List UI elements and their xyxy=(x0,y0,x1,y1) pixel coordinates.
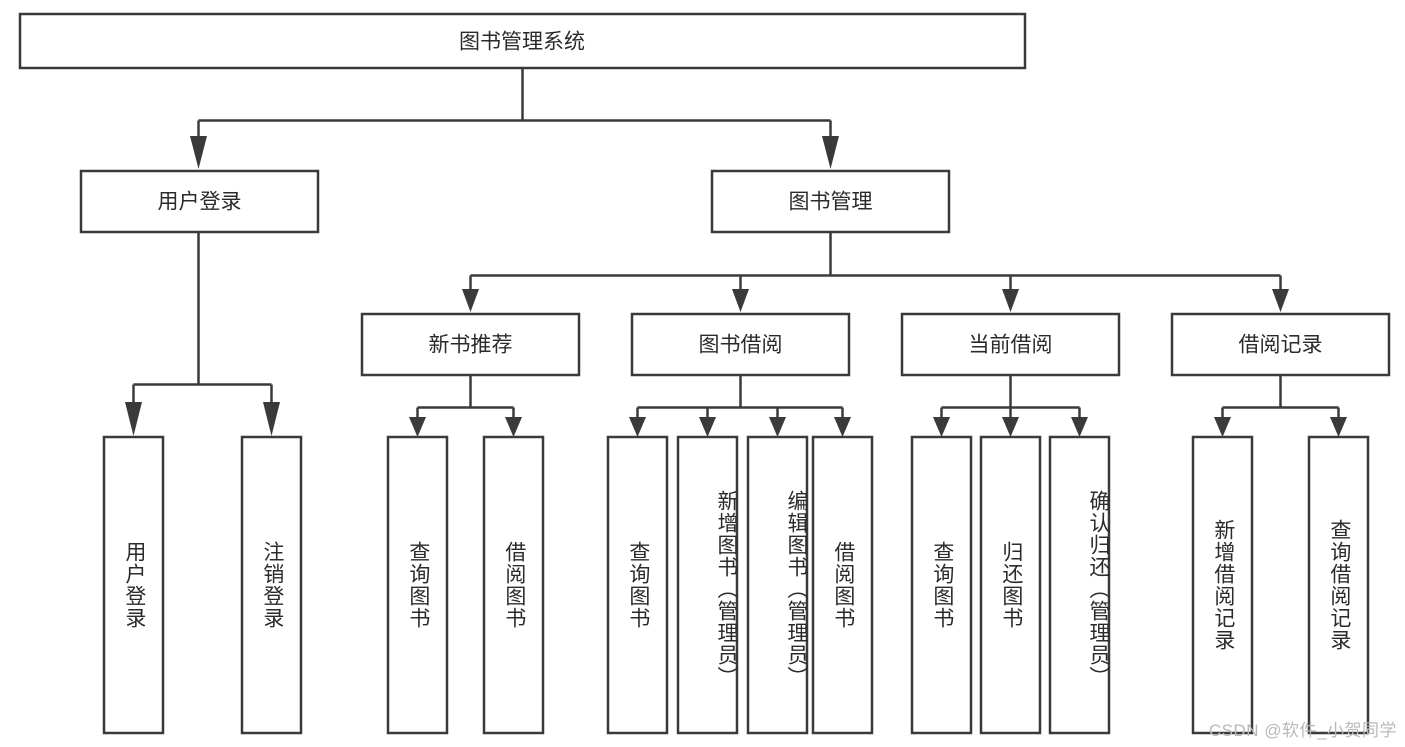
node-borrow-record-label: 借阅记录 xyxy=(1239,334,1323,357)
arrow-head-icon xyxy=(1214,417,1231,437)
arrow-head-icon xyxy=(263,402,280,436)
arrow-head-icon xyxy=(409,417,426,437)
connector-current-borrow-to-leaves xyxy=(933,375,1088,437)
leaf-add-book-box[interactable] xyxy=(676,435,739,735)
connector-root-to-level2 xyxy=(190,68,839,169)
node-new-book-recommend-box[interactable] xyxy=(360,312,581,377)
leaf-borrow-book-2-box[interactable] xyxy=(811,435,874,735)
node-user-login-box[interactable] xyxy=(79,169,320,234)
leaf-query-book-2-box[interactable] xyxy=(606,435,669,735)
arrow-head-icon xyxy=(1330,417,1347,437)
node-root[interactable]: 图书管理系统 xyxy=(18,12,1027,70)
node-root-label: 图书管理系统 xyxy=(459,31,585,54)
node-book-borrow[interactable]: 图书借阅 xyxy=(630,312,851,377)
leaf-query-book-1-box[interactable] xyxy=(386,435,449,735)
node-book-borrow-label: 图书借阅 xyxy=(699,334,783,357)
arrow-head-icon xyxy=(505,417,522,437)
node-user-login-label: 用户登录 xyxy=(158,191,242,214)
arrow-head-icon xyxy=(462,289,479,312)
leaf-edit-book-box[interactable] xyxy=(746,435,809,735)
leaf-add-record-box[interactable] xyxy=(1191,435,1254,735)
connector-book-management-to-level3 xyxy=(462,232,1289,312)
node-root-box[interactable] xyxy=(18,12,1027,70)
node-book-management[interactable]: 图书管理 xyxy=(710,169,951,234)
connector-user-login-to-leaves xyxy=(125,232,280,436)
node-borrow-record[interactable]: 借阅记录 xyxy=(1170,312,1391,377)
arrow-head-icon xyxy=(699,417,716,437)
leaf-borrow-book-1-box[interactable] xyxy=(482,435,545,735)
arrow-head-icon xyxy=(822,136,839,169)
connector-new-book-recommend-to-leaves xyxy=(409,375,522,437)
connector-borrow-record-to-leaves xyxy=(1214,375,1347,437)
leaf-logout-login-box[interactable] xyxy=(240,435,303,735)
arrow-head-icon xyxy=(769,417,786,437)
node-book-management-label: 图书管理 xyxy=(789,191,873,214)
leaf-return-book-box[interactable] xyxy=(979,435,1042,735)
node-current-borrow-box[interactable] xyxy=(900,312,1121,377)
node-current-borrow[interactable]: 当前借阅 xyxy=(900,312,1121,377)
leaf-query-book-3-box[interactable] xyxy=(910,435,973,735)
arrow-head-icon xyxy=(732,289,749,312)
arrow-head-icon xyxy=(1272,289,1289,312)
watermark-label: CSDN @软件_小贺同学 xyxy=(1208,721,1397,740)
arrow-head-icon xyxy=(629,417,646,437)
leaf-user-login-box[interactable] xyxy=(102,435,165,735)
node-new-book-recommend[interactable]: 新书推荐 xyxy=(360,312,581,377)
arrow-head-icon xyxy=(1002,289,1019,312)
arrow-head-icon xyxy=(933,417,950,437)
arrow-head-icon xyxy=(125,402,142,436)
leaf-query-record-box[interactable] xyxy=(1307,435,1370,735)
connector-book-borrow-to-leaves xyxy=(629,375,851,437)
node-new-book-recommend-label: 新书推荐 xyxy=(429,334,513,357)
arrow-head-icon xyxy=(834,417,851,437)
node-user-login[interactable]: 用户登录 xyxy=(79,169,320,234)
arrow-head-icon xyxy=(1002,417,1019,437)
node-current-borrow-label: 当前借阅 xyxy=(969,334,1053,357)
arrow-head-icon xyxy=(1071,417,1088,437)
leaf-confirm-return-box[interactable] xyxy=(1048,435,1111,735)
arrow-head-icon xyxy=(190,136,207,169)
